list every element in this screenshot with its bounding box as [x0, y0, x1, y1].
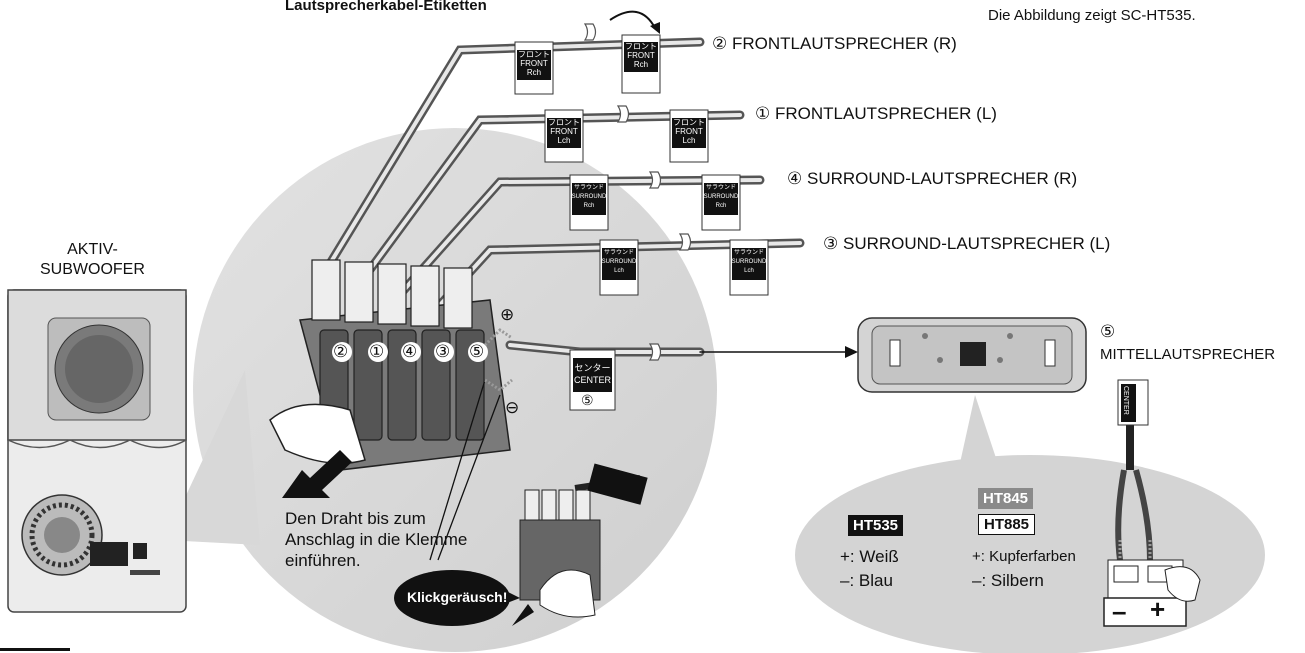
- minus-sign-icon: ⊖: [505, 398, 520, 417]
- hand-illustration: [269, 403, 366, 465]
- ht8x5-legend: +: Kupferfarben –: Silbern: [972, 545, 1076, 593]
- speaker-number: ①: [755, 104, 771, 123]
- magnifier-callout: [165, 370, 260, 545]
- speaker-name: FRONTLAUTSPRECHER (R): [731, 34, 957, 53]
- tag-center-number: ⑤: [581, 392, 594, 408]
- terminal-number: ①: [369, 342, 385, 361]
- model-ht845-badge: HT845: [978, 488, 1034, 509]
- center-callout-wedge: [958, 395, 1000, 472]
- speaker-label-front-r: ② FRONTLAUTSPRECHER (R): [712, 34, 957, 54]
- center-speaker-label: MITTELLAUTSPRECHER: [1100, 346, 1276, 363]
- terminal-number: ③: [435, 342, 451, 361]
- cable-break-marks: [583, 23, 692, 361]
- ht535-minus: –: Blau: [840, 571, 893, 590]
- speaker-label-surround-l: ③ SURROUND-LAUTSPRECHER (L): [823, 234, 1110, 254]
- illustration-note: Die Abbildung zeigt SC-HT535.: [988, 7, 1196, 24]
- center-speaker-unit: [857, 317, 1087, 393]
- ht535-plus: +: Weiß: [840, 547, 899, 566]
- direction-arrow-icon: [282, 450, 352, 498]
- terminal-minus-label: –: [1112, 596, 1127, 626]
- twisted-wire-minus: [484, 378, 513, 392]
- speaker-name: FRONTLAUTSPRECHER (L): [774, 104, 997, 123]
- arrow-to-center-icon: [845, 346, 858, 358]
- ht8x5-minus: –: Silbern: [972, 571, 1044, 590]
- center-wire-illustration: [1103, 410, 1201, 627]
- instruction-text: Den Draht bis zum Anschlag in die Klemme…: [285, 509, 468, 570]
- pointer-line: [429, 379, 486, 561]
- speaker-number: ④: [787, 169, 803, 188]
- cable-label-tags: [514, 10, 1149, 426]
- speaker-label-front-l: ① FRONTLAUTSPRECHER (L): [755, 104, 997, 124]
- click-sound-text: Klickgeräusch!: [407, 589, 508, 605]
- terminal-number: ④: [402, 342, 418, 361]
- labels-heading: Lautsprecherkabel-Etiketten: [285, 0, 487, 14]
- ht535-legend: +: Weiß –: Blau: [840, 545, 899, 593]
- model-ht885-badge: HT885: [978, 514, 1036, 535]
- pointer-line: [437, 394, 501, 561]
- tag-center-small: CENTER: [1122, 386, 1129, 415]
- terminal-plus-label: +: [1150, 594, 1166, 624]
- subwoofer-label: AKTIV- SUBWOOFER: [40, 241, 145, 278]
- subwoofer-unit: [7, 289, 187, 613]
- terminal-number: ②: [333, 342, 349, 361]
- plus-sign-icon: ⊕: [500, 305, 515, 324]
- small-terminal-illustration: [519, 463, 648, 618]
- click-sound-bubble: [394, 570, 510, 626]
- twisted-wire-plus: [483, 328, 513, 347]
- speaker-label-surround-r: ④ SURROUND-LAUTSPRECHER (R): [787, 169, 1077, 189]
- ht8x5-plus: +: Kupferfarben: [972, 548, 1076, 565]
- push-arrow-icon: [512, 604, 534, 626]
- terminal-number: ⑤: [469, 342, 485, 361]
- speaker-name: SURROUND-LAUTSPRECHER (R): [806, 169, 1078, 188]
- click-bubble-tail: [500, 588, 520, 605]
- speaker-name: SURROUND-LAUTSPRECHER (L): [842, 234, 1111, 253]
- center-number: ⑤: [1100, 322, 1116, 341]
- model-ht535-badge: HT535: [848, 515, 904, 536]
- speaker-number: ②: [712, 34, 728, 53]
- footer-rule: [0, 648, 70, 651]
- speaker-number: ③: [823, 234, 839, 253]
